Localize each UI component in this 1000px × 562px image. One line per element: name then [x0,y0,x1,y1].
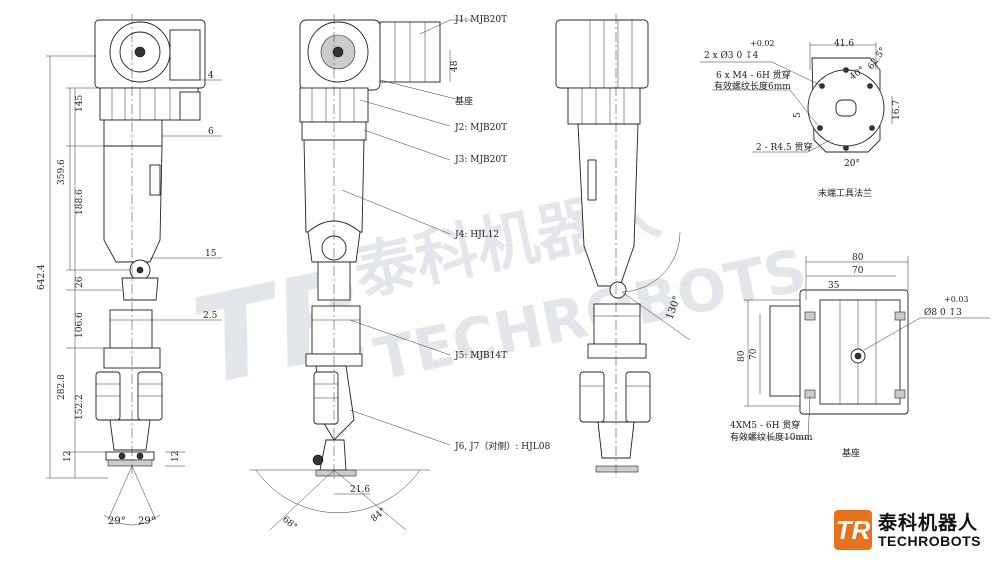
flange-hole-spec: 2 x Ø3 0 ↧4 [704,50,759,61]
side-angle-68: 68° [280,515,299,533]
front-view: 29° 29° 642.4 359.6 282.8 145 188.6 26 1… [37,14,222,527]
back-base [555,19,649,89]
side-dim-21-6: 21.6 [350,485,370,495]
base-dim-70-side: 70 [749,348,759,360]
back-j5 [593,303,641,345]
front-angle-left: 29° [108,516,126,527]
side-j5 [311,305,361,355]
dim-6: 6 [208,127,214,137]
front-upper-arm [103,145,163,263]
flange-thread-1: 6 x M4 - 6H 贯穿 [716,69,791,81]
dim-282: 282.8 [57,374,67,400]
dim-12-left: 12 [63,451,73,462]
dim-15: 15 [205,249,217,259]
flange-detail: 41.6 40° 62.5° 16.7 5 20° 2 x Ø3 0 ↧4 +0… [700,39,902,199]
base-caption: 基座 [842,447,860,459]
base-dim-35: 35 [828,281,840,291]
front-angle-right: 29° [138,516,156,527]
logo-en: TECHROBOTS [878,533,981,549]
base-thread-1: 4XM5 - 6H 贯穿 [730,419,800,431]
label-j2: J2: MJB20T [454,123,507,133]
base-dim-80-side: 80 [737,350,747,362]
base-dim-70-top: 70 [852,266,864,276]
dim-642: 642.4 [37,264,47,290]
flange-tol: +0.02 [750,39,775,48]
side-dim-48: 48 [450,60,460,72]
flange-radius: 2 - R4.5 贯穿 [756,141,812,153]
dim-4: 4 [208,71,214,81]
base-dim-80-top: 80 [852,253,864,263]
front-j3 [103,119,163,147]
label-j6-j7: J6, J7（对侧）: HJL08 [454,440,550,452]
base-detail: 80 70 35 80 70 Ø8 0 ↧3 +0.03 4XM5 - 6H 贯… [730,253,990,459]
flange-dim-16-7: 16.7 [892,100,902,120]
dim-12-right: 12 [171,451,181,462]
label-j3: J3: MJB20T [454,155,507,165]
dim-106: 106.6 [75,312,85,338]
techrobots-logo: TR 泰科机器人 TECHROBOTS [834,508,994,554]
flange-thread-2: 有效螺纹长度6mm [714,80,791,92]
logo-cn: 泰科机器人 [878,512,979,534]
back-j2 [567,87,641,125]
base-tol: +0.03 [944,295,969,304]
dim-359: 359.6 [57,159,67,185]
logo-mark: TR [834,510,872,550]
front-j5 [109,309,153,349]
base-thread-2: 有效螺纹长度10mm [730,431,813,443]
back-view: 130° [555,14,691,478]
label-base: 基座 [455,95,473,107]
dim-2-5: 2.5 [203,311,218,321]
dim-145: 145 [75,95,85,112]
dim-26: 26 [75,276,85,288]
label-j4: J4: HJL12 [454,230,499,240]
base-hole-spec: Ø8 0 ↧3 [924,307,962,318]
watermark: 泰科机器人 TECHROBOTS TR [182,174,812,414]
label-j5: J5: MJB14T [454,351,507,361]
side-angle-84: 84° [370,506,389,524]
flange-dim-20: 20° [844,159,860,169]
flange-dim-41-6: 41.6 [834,39,854,49]
flange-dim-5: 5 [793,112,803,118]
side-view: 68° 84° 21.6 48 J1: MJB20T 基座 J2: MJB20T… [250,14,550,533]
flange-caption: 末端工具法兰 [818,187,872,199]
label-j1: J1: MJB20T [454,15,507,25]
dim-152: 152.2 [75,394,85,420]
dim-188: 188.6 [75,189,85,215]
